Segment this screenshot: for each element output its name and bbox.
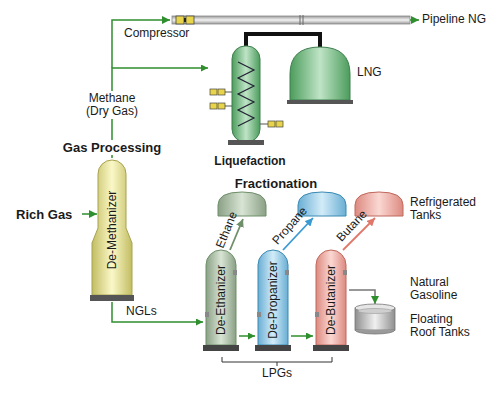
text-label: Gas Processing (61, 140, 163, 155)
flow-connector (112, 302, 203, 322)
edge-label: Methane (Dry Gas) (81, 91, 143, 119)
text-label: Rich Gas (16, 207, 72, 222)
text-label: Pipeline NG (422, 13, 486, 26)
text-label: LNG (357, 66, 382, 79)
distillation-column: De-Propanizer (255, 248, 291, 352)
edge-label: NGLs (124, 304, 159, 319)
column-label: De-Methanizer (105, 191, 119, 270)
column-label: De-Propanizer (266, 261, 280, 338)
text-label: LPGs (262, 367, 292, 380)
text-label: Refrigerated Tanks (410, 196, 490, 222)
text-label: Floating Roof Tanks (410, 313, 480, 339)
text-label: Propane (270, 205, 310, 248)
distillation-column: De-Ethanizer (203, 248, 239, 352)
text-label: Compressor (124, 27, 189, 40)
column-label: De-Butanizer (324, 265, 338, 335)
distillation-column: De-Methanizer (90, 158, 134, 302)
column-shape (208, 40, 292, 170)
text-label: Fractionation (235, 176, 317, 191)
column-label: De-Ethanizer (214, 265, 228, 335)
text-label: Butane (334, 208, 370, 245)
liquefaction-unit: Liquefaction (208, 40, 292, 170)
flow-connector (239, 335, 255, 337)
flow-connector (291, 335, 313, 337)
text-label: Natural Gasoline (410, 276, 480, 302)
unit-heading: Liquefaction (214, 154, 285, 168)
distillation-column: De-Butanizer (313, 248, 349, 352)
text-label: Ethane (214, 210, 240, 250)
